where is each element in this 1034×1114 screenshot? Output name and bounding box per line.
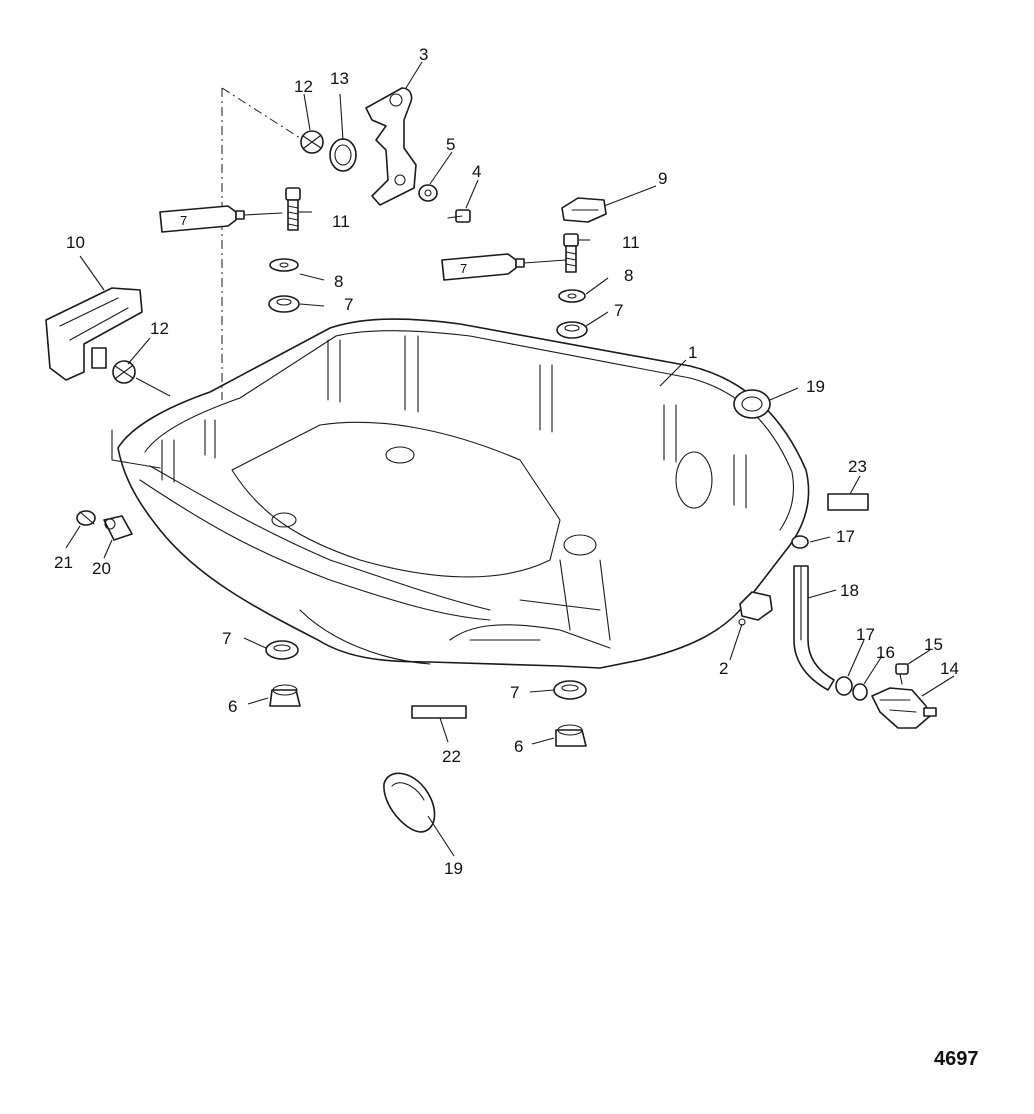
bolt-part-11-right — [563, 233, 579, 273]
callout-23: 23 — [848, 457, 867, 476]
callout-6-left: 6 — [228, 697, 237, 716]
callout-16: 16 — [876, 643, 895, 662]
callout-22: 22 — [442, 747, 461, 766]
hose-part-18 — [793, 565, 835, 691]
grommet-part-7-left — [268, 295, 300, 313]
grommet-part-7-lower-right — [553, 680, 587, 700]
washer-part-5 — [418, 184, 438, 202]
grommet-part-7-lower-left — [265, 640, 299, 660]
clamp-part-17-bottom — [835, 676, 853, 696]
callout-20: 20 — [92, 559, 111, 578]
washer-part-8-right — [558, 289, 586, 303]
ring-part-16 — [852, 683, 868, 701]
callout-7-lower-left: 7 — [222, 629, 231, 648]
callout-11-left: 11 — [332, 212, 350, 231]
callout-10: 10 — [66, 233, 85, 252]
callout-7-lower-right: 7 — [510, 683, 519, 702]
mount-part-6-left — [269, 684, 301, 707]
screw-part-15 — [895, 663, 909, 685]
decal-part-22 — [411, 705, 467, 719]
callout-17-top: 17 — [836, 527, 855, 546]
grommet-part-7-right — [556, 321, 588, 339]
callout-9: 9 — [658, 169, 667, 188]
callout-8-right: 8 — [624, 266, 633, 285]
callout-17-bottom: 17 — [856, 625, 875, 644]
callout-11-right: 11 — [622, 233, 640, 252]
mount-part-6-right — [555, 724, 587, 747]
tube-label-left: 7 — [180, 213, 187, 228]
leader-lines — [65, 61, 955, 857]
decal-part-23 — [827, 493, 869, 511]
screw-part-4 — [447, 209, 471, 223]
clamp-part-17-top — [791, 535, 809, 549]
callout-19-top: 19 — [806, 377, 825, 396]
callout-4: 4 — [472, 162, 481, 181]
sealant-tube-left: 7 — [159, 205, 283, 233]
grommet-part-19-bottom — [383, 772, 436, 833]
sealant-tube-right: 7 — [441, 253, 567, 281]
pad-part-9 — [561, 197, 607, 223]
callout-6-right: 6 — [514, 737, 523, 756]
clip-part-12-top — [300, 130, 324, 154]
bolt-part-11-left — [285, 187, 301, 231]
connector-part-14 — [871, 687, 937, 729]
callout-14: 14 — [940, 659, 959, 678]
callout-numbers: 3 12 13 5 4 9 11 11 10 8 7 8 7 12 1 19 2… — [54, 45, 959, 878]
callout-19-bottom: 19 — [444, 859, 463, 878]
callout-3: 3 — [419, 45, 428, 64]
bottom-cowl-part-1 — [111, 318, 810, 669]
callout-5: 5 — [446, 135, 455, 154]
clip-part-12-left — [112, 360, 136, 384]
callout-2: 2 — [719, 659, 728, 678]
callout-12-top: 12 — [294, 77, 313, 96]
fitting-part-20 — [103, 515, 133, 541]
figure-number: 4697 — [934, 1048, 979, 1070]
bracket-part-3 — [365, 87, 417, 206]
clamp-part-21 — [76, 510, 96, 526]
handle-part-10 — [45, 287, 143, 381]
callout-15: 15 — [924, 635, 943, 654]
callout-12-left: 12 — [150, 319, 169, 338]
callout-13: 13 — [330, 69, 349, 88]
washer-part-8-left — [269, 258, 299, 272]
pad-part-2 — [738, 591, 773, 626]
callout-18: 18 — [840, 581, 859, 600]
callout-7-top-left: 7 — [344, 295, 353, 314]
grommet-part-19-top — [733, 389, 771, 419]
callout-7-top-right: 7 — [614, 301, 623, 320]
callout-21: 21 — [54, 553, 73, 572]
gasket-part-13 — [329, 138, 357, 172]
callout-1: 1 — [688, 343, 697, 362]
alignment-line-diagonal — [221, 87, 301, 139]
tube-label-right: 7 — [460, 261, 467, 276]
callout-8-left: 8 — [334, 272, 343, 291]
